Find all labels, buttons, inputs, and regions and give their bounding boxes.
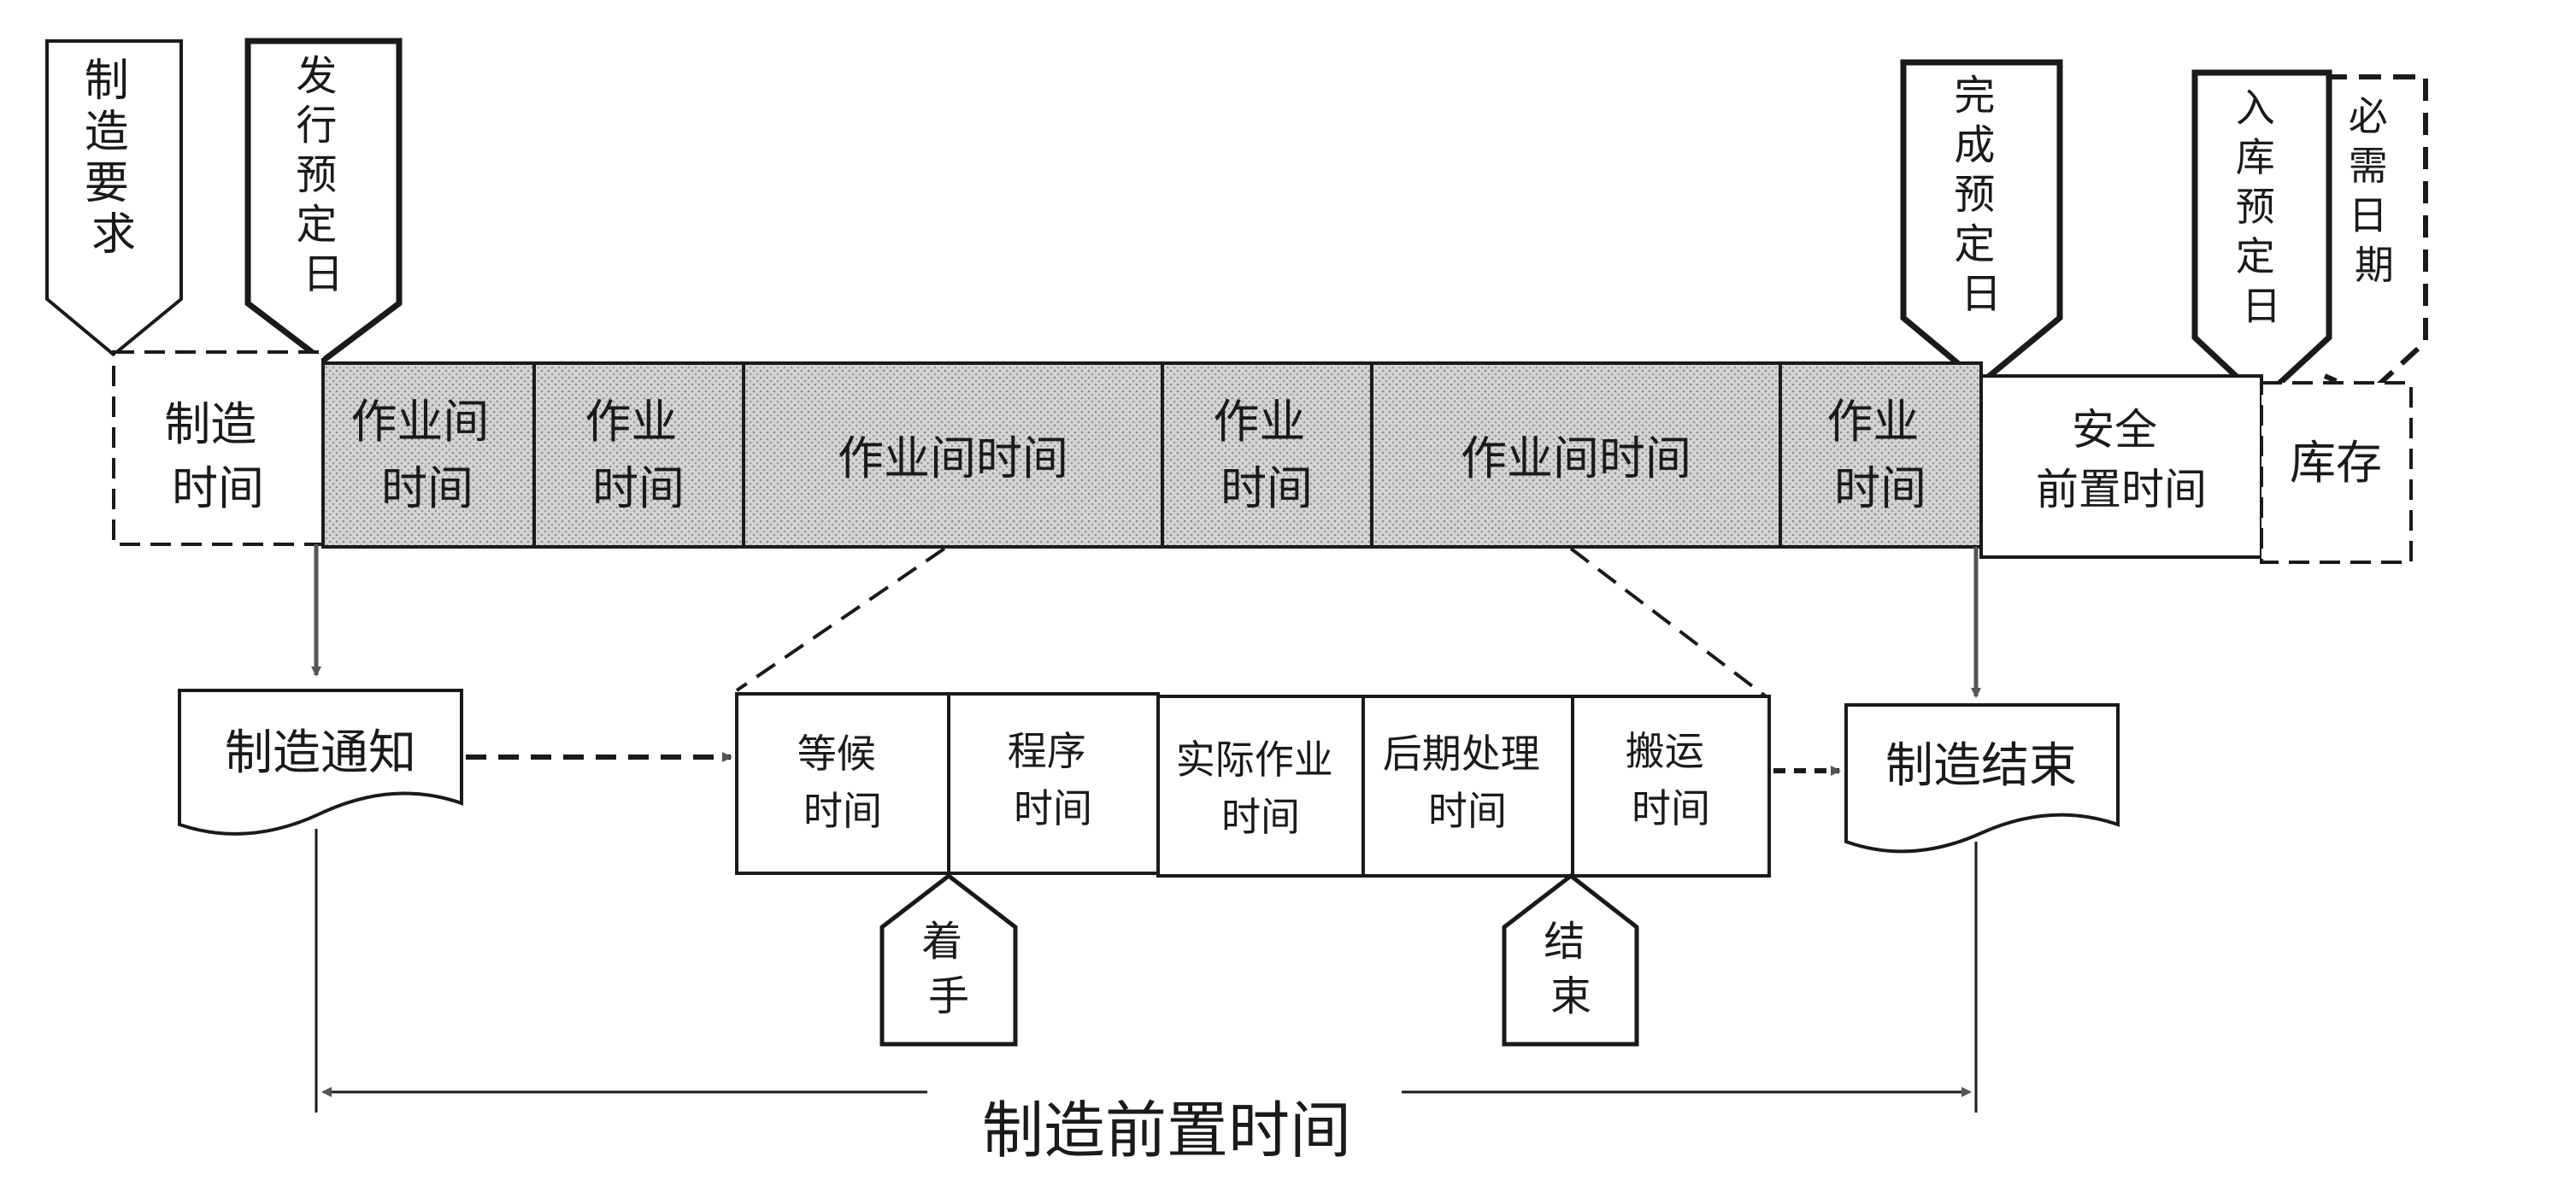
zoom-line-right [1569, 547, 1771, 701]
zoom-line-left [735, 547, 946, 692]
marker-warehousing-scheduled-date: 入 库 预 定 日 [2191, 69, 2332, 404]
post-processing-time-cell [1362, 695, 1574, 878]
svg-text:搬运 时间: 搬运 时间 [1626, 728, 1717, 831]
work-time-cell-3 [1779, 361, 1983, 549]
marker-completion-scheduled-date: 完 成 预 定 日 [1900, 59, 2063, 387]
lead-time-span: 制造前置时间 [315, 829, 1978, 1166]
waiting-time-cell [735, 692, 950, 875]
svg-text:制造通知: 制造通知 [225, 725, 416, 781]
gap-time-cell-1 [321, 361, 536, 549]
svg-text:制 造 要 求: 制 造 要 求 [85, 56, 144, 261]
gap-time-cell-2 [742, 361, 1164, 549]
transport-time-cell [1571, 695, 1771, 878]
svg-text:制造结束: 制造结束 [1885, 738, 2077, 794]
svg-text:程序 时间: 程序 时间 [1008, 728, 1099, 831]
marker-issue-scheduled-date: 发 行 预 定 日 [244, 38, 403, 365]
svg-text:后期处理 时间: 后期处理 时间 [1383, 731, 1553, 834]
marker-finish: 结 束 [1502, 872, 1639, 1047]
manufacture-time-cell [112, 350, 325, 546]
svg-text:制造 时间: 制造 时间 [164, 397, 271, 515]
svg-text:必 需 日 期: 必 需 日 期 [2349, 93, 2401, 288]
svg-text:作业 时间: 作业 时间 [585, 395, 691, 515]
svg-text:结 束: 结 束 [1544, 918, 1597, 1020]
svg-text:等候 时间: 等候 时间 [797, 731, 889, 834]
svg-text:发 行 预 定: 发 行 预 定 日 [296, 52, 350, 298]
svg-text:库存: 库存 [2290, 436, 2382, 490]
svg-text:作业 时间: 作业 时间 [1213, 395, 1320, 515]
document-manufacture-end: 制造结束 [1844, 703, 2120, 854]
timeline-bar: 制造 时间 作业间 时间 作业 时间 作业间时间 作业 时间 作业间时间 作业 … [112, 350, 2413, 564]
svg-text:完 成 预 定: 完 成 预 定 日 [1954, 72, 2008, 318]
actual-work-time-cell [1156, 695, 1365, 878]
document-manufacture-notice: 制造通知 [178, 689, 463, 836]
svg-text:着 手: 着 手 [921, 918, 975, 1020]
breakdown-row: 等候 时间 程序 时间 实际作业 时间 后期处理 时间 搬运 时间 [735, 692, 1771, 878]
svg-text:作业间时间: 作业间时间 [838, 432, 1068, 485]
work-time-cell-1 [532, 361, 745, 549]
procedure-time-cell [947, 692, 1160, 875]
svg-text:安全 前置时间: 安全 前置时间 [2036, 405, 2207, 514]
marker-required-date: 必 需 日 期 [2323, 74, 2428, 398]
inventory-cell [2260, 381, 2413, 564]
svg-text:作业 时间: 作业 时间 [1826, 395, 1933, 515]
svg-text:实际作业 时间: 实际作业 时间 [1176, 737, 1346, 840]
svg-text:作业间 时间: 作业间 时间 [350, 395, 503, 515]
marker-manufacture-request: 制 造 要 求 [45, 39, 183, 357]
svg-text:作业间时间: 作业间时间 [1461, 432, 1691, 485]
work-time-cell-2 [1161, 361, 1373, 549]
svg-text:入 库 预 定: 入 库 预 定 日 [2236, 85, 2288, 329]
marker-start: 着 手 [879, 872, 1018, 1047]
gap-time-cell-3 [1370, 361, 1782, 549]
lead-time-label: 制造前置时间 [982, 1095, 1351, 1166]
